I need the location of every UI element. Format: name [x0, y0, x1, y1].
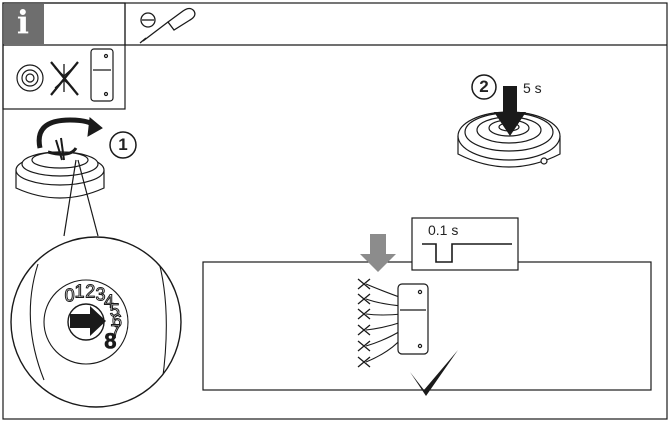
terminal-mark-5 — [357, 340, 371, 352]
screwdriver-icon — [139, 7, 196, 44]
smoke-detector-icon — [16, 64, 44, 92]
info-icon: i — [16, 3, 30, 41]
checkmark-icon — [410, 350, 458, 396]
step-1-number: 1 — [118, 135, 128, 154]
outer-frame — [2, 2, 668, 420]
dial-pointer-arrow — [70, 306, 106, 336]
dial-digit-3: 3 — [96, 285, 106, 305]
dial-digit-6: 6 — [112, 311, 122, 331]
rotate-arrow-icon — [36, 117, 103, 156]
no-wireless-icon — [50, 61, 79, 96]
terminal-mark-2 — [357, 293, 371, 305]
signal-arrow-icon — [360, 234, 396, 272]
pulse-waveform — [422, 243, 512, 263]
terminal-marks — [357, 278, 371, 368]
prerequisite-box — [2, 2, 126, 110]
smoke-detector-step2 — [457, 111, 561, 168]
zoom-line-left — [63, 159, 77, 237]
transmitter-module — [397, 283, 429, 355]
smoke-detector-step1 — [15, 137, 105, 199]
step-1-badge — [109, 131, 137, 159]
press-arrow-icon — [494, 86, 526, 136]
step-2-number: 2 — [479, 77, 489, 96]
dial-digit-2: 2 — [85, 281, 95, 301]
step-2-duration: 5 s — [523, 80, 542, 96]
dial-digit-0: 0 — [65, 286, 75, 306]
terminal-mark-1 — [357, 278, 371, 290]
zoom-line-right — [77, 159, 99, 237]
dial-digit-8: 8 — [104, 329, 116, 354]
terminal-mark-6 — [357, 356, 371, 368]
dial-digit-4: 4 — [104, 291, 114, 311]
transmitter-module-icon — [90, 48, 114, 102]
terminal-wires — [365, 283, 403, 363]
pulse-duration: 0.1 s — [428, 222, 459, 238]
dial-digit-1: 1 — [75, 282, 85, 302]
terminal-mark-4 — [357, 324, 371, 336]
dial-digit-5: 5 — [110, 300, 120, 320]
step-2-badge — [471, 74, 497, 100]
terminal-mark-3 — [357, 308, 371, 320]
info-badge — [4, 4, 44, 44]
dial-digit-7: 7 — [110, 322, 120, 342]
